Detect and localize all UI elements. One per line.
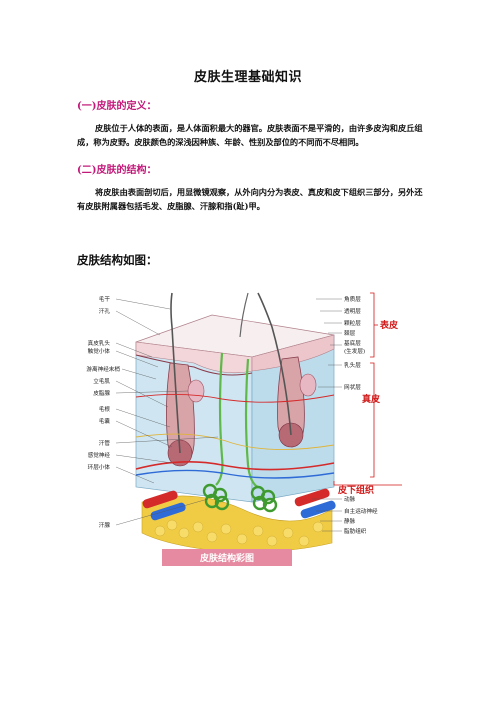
label-stratum-spinosum: 棘层 (344, 329, 356, 337)
label-sweat-pore: 汗孔 (99, 307, 111, 315)
section-heading-definition: (一)皮肤的定义： (77, 101, 157, 112)
label-stratum-lucidum: 透明层 (344, 307, 361, 315)
hair-shaft-left (170, 292, 181, 454)
left-leader-lines (115, 298, 219, 526)
fat-cells (154, 519, 324, 547)
label-reticular-layer: 网状层 (344, 383, 361, 391)
basal-layer-line (135, 354, 253, 376)
label-stratum-corneum: 角质层 (344, 295, 361, 303)
sebaceous-gland-left (187, 379, 205, 403)
right-leader-lines (312, 298, 342, 532)
section-paragraph-structure: 将皮肤由表面剖切后，用显微镜观察，从外向内分为表皮、真皮和皮下组织三部分，另外还… (77, 187, 423, 211)
sweat-duct-2 (244, 358, 259, 488)
label-lamellar-corpuscle: 环层小体 (88, 463, 111, 471)
caption-banner (162, 549, 292, 566)
label-sweat-gland: 汗腺 (99, 521, 111, 529)
label-autonomic-nerve: 自主运动神经 (344, 507, 378, 515)
label-artery: 动脉 (344, 495, 356, 503)
section-heading-structure: (二)皮肤的结构： (77, 165, 157, 176)
label-hair-root: 毛根 (99, 405, 111, 413)
sebaceous-gland-right (299, 373, 317, 397)
layer-label-epidermis: 表皮 (379, 319, 399, 331)
label-sensory-nerve: 感觉神经 (88, 451, 111, 459)
label-sebaceous-gland: 皮脂腺 (93, 389, 110, 397)
vein-line (135, 469, 335, 479)
skin-structure-diagram: 毛干 汗孔 真皮乳头 触觉小体 游离神经末梢 立毛肌 皮脂腺 毛根 毛囊 汗管 … (72, 287, 412, 573)
label-hair-shaft: 毛干 (99, 295, 111, 303)
fat-layer-shape (141, 495, 333, 553)
artery-cut-left (142, 490, 178, 509)
epidermis-side-band (251, 334, 335, 372)
page-title: 皮肤生理基础知识 (193, 70, 302, 85)
label-dermal-papilla: 真皮乳头 (88, 339, 111, 347)
label-stratum-basale: 基底层 (344, 339, 361, 347)
artery-line (135, 461, 335, 471)
epidermis-front-band (135, 341, 253, 374)
label-papillary-layer: 乳头层 (344, 361, 361, 369)
sweat-gland-coils (202, 483, 278, 513)
figure-intro-label: 皮肤结构如图： (77, 253, 158, 267)
label-stratum-granulosum: 颗粒层 (344, 319, 361, 327)
right-labels: 角质层 透明层 颗粒层 棘层 基底层 (生发层) 乳头层 网状层 动脉 自主运动… (344, 295, 378, 535)
label-free-nerve-ending: 游离神经末梢 (86, 365, 120, 373)
skin-structure-figure: 毛干 汗孔 真皮乳头 触觉小体 游离神经末梢 立毛肌 皮脂腺 毛根 毛囊 汗管 … (72, 287, 412, 573)
label-germinative-layer: (生发层) (344, 347, 365, 355)
sweat-duct-1 (215, 352, 224, 486)
left-labels: 毛干 汗孔 真皮乳头 触觉小体 游离神经末梢 立毛肌 皮脂腺 毛根 毛囊 汗管 … (86, 295, 120, 529)
layer-brackets (333, 292, 402, 486)
label-vein: 静脉 (344, 517, 356, 525)
label-adipose-tissue: 脂肪组织 (344, 527, 367, 535)
label-arrector-pili: 立毛肌 (93, 377, 110, 385)
capillary-line (135, 393, 335, 403)
layer-label-subcutaneous: 皮下组织 (337, 484, 374, 496)
hair-shaft-right (257, 292, 292, 436)
label-hair-follicle: 毛囊 (99, 417, 111, 425)
label-sweat-duct: 汗管 (99, 439, 111, 447)
vein-cut-right (300, 500, 336, 519)
hair-shaft-middle (239, 292, 249, 338)
vein-cut-left (150, 502, 186, 521)
layer-label-dermis: 真皮 (362, 393, 381, 405)
artery-cut-right (294, 488, 330, 507)
label-tactile-corpuscle: 触觉小体 (88, 347, 111, 355)
sensory-nerve-line (135, 433, 335, 450)
section-paragraph-definition: 皮肤位于人体的表面，是人体面积最大的器官。皮肤表面不是平滑的，由许多皮沟和皮丘组… (77, 123, 423, 147)
figure-caption: 皮肤结构彩图 (199, 552, 254, 564)
